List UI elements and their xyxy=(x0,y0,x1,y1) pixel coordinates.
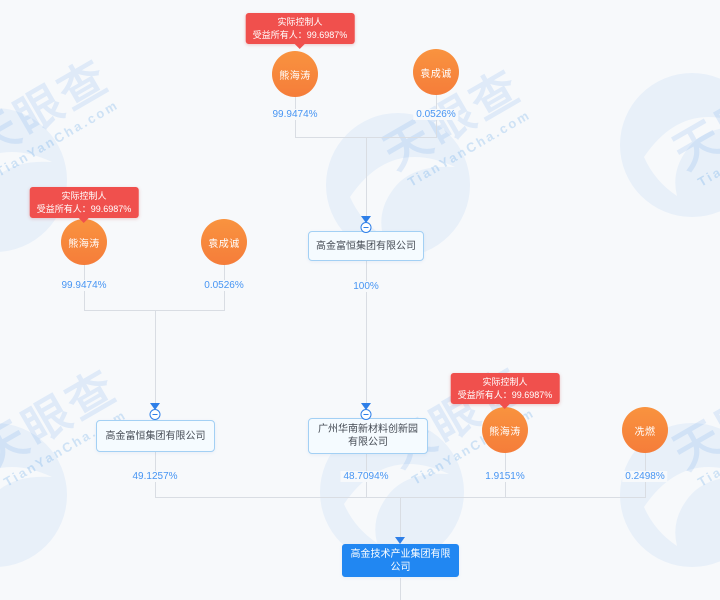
controller-badge-top: 实际控制人 受益所有人：99.6987% xyxy=(245,13,355,49)
badge-title: 实际控制人 xyxy=(277,17,323,27)
root-company-node-gaojin-jishu[interactable]: 高金技术产业集团有限公司 xyxy=(342,544,459,577)
arrow-down-icon xyxy=(361,403,371,410)
percent-label: 99.9474% xyxy=(269,109,321,120)
person-node-6[interactable]: 冼燃 xyxy=(622,407,668,453)
person-node-5[interactable]: 熊海涛 xyxy=(482,407,528,453)
percent-label: 0.0526% xyxy=(413,109,459,120)
connector-line xyxy=(155,310,156,405)
percent-label: 0.2498% xyxy=(622,471,668,482)
collapse-toggle-icon[interactable] xyxy=(360,222,372,233)
tianyancha-logo-watermark-icon xyxy=(0,108,67,252)
percent-label: 100% xyxy=(350,281,382,292)
percent-label: 0.0526% xyxy=(201,280,247,291)
connector-line xyxy=(84,310,225,311)
watermark-text: 天眼查 TianYanCha.com xyxy=(664,59,720,190)
connector-line xyxy=(400,578,401,600)
percent-label: 1.9151% xyxy=(482,471,528,482)
company-node-huanan-xincailiao[interactable]: 广州华南新材料创新园有限公司 xyxy=(308,418,428,454)
percent-label: 48.7094% xyxy=(340,471,392,482)
arrow-down-icon xyxy=(395,537,405,544)
tianyancha-logo-watermark-icon xyxy=(0,423,67,567)
person-node-2[interactable]: 袁成诚 xyxy=(413,49,459,95)
company-node-gaojin-fuheng-l3[interactable]: 高金富恒集团有限公司 xyxy=(96,420,215,452)
person-node-1[interactable]: 熊海涛 xyxy=(272,51,318,97)
connector-line xyxy=(366,261,367,405)
badge-title: 实际控制人 xyxy=(61,191,107,201)
controller-badge-left: 实际控制人 受益所有人：99.6987% xyxy=(29,187,139,223)
arrow-down-icon xyxy=(150,403,160,410)
connector-line xyxy=(366,137,367,216)
connector-line xyxy=(400,497,401,537)
badge-beneficiary: 受益所有人：99.6987% xyxy=(252,29,348,40)
person-node-4[interactable]: 袁成诚 xyxy=(201,219,247,265)
badge-title: 实际控制人 xyxy=(482,377,528,387)
company-node-gaojin-fuheng-l2[interactable]: 高金富恒集团有限公司 xyxy=(308,231,424,261)
controller-badge-right: 实际控制人 受益所有人：99.6987% xyxy=(450,373,560,409)
collapse-toggle-icon[interactable] xyxy=(360,409,372,420)
badge-beneficiary: 受益所有人：99.6987% xyxy=(36,203,132,214)
percent-label: 99.9474% xyxy=(58,280,110,291)
person-node-3[interactable]: 熊海涛 xyxy=(61,219,107,265)
badge-beneficiary: 受益所有人：99.6987% xyxy=(457,389,553,400)
tianyancha-logo-watermark-icon xyxy=(620,73,720,217)
collapse-toggle-icon[interactable] xyxy=(149,409,161,420)
watermark-text: 天眼查 TianYanCha.com xyxy=(664,359,720,490)
watermark-text: 天眼查 TianYanCha.com xyxy=(0,49,122,180)
percent-label: 49.1257% xyxy=(129,471,181,482)
